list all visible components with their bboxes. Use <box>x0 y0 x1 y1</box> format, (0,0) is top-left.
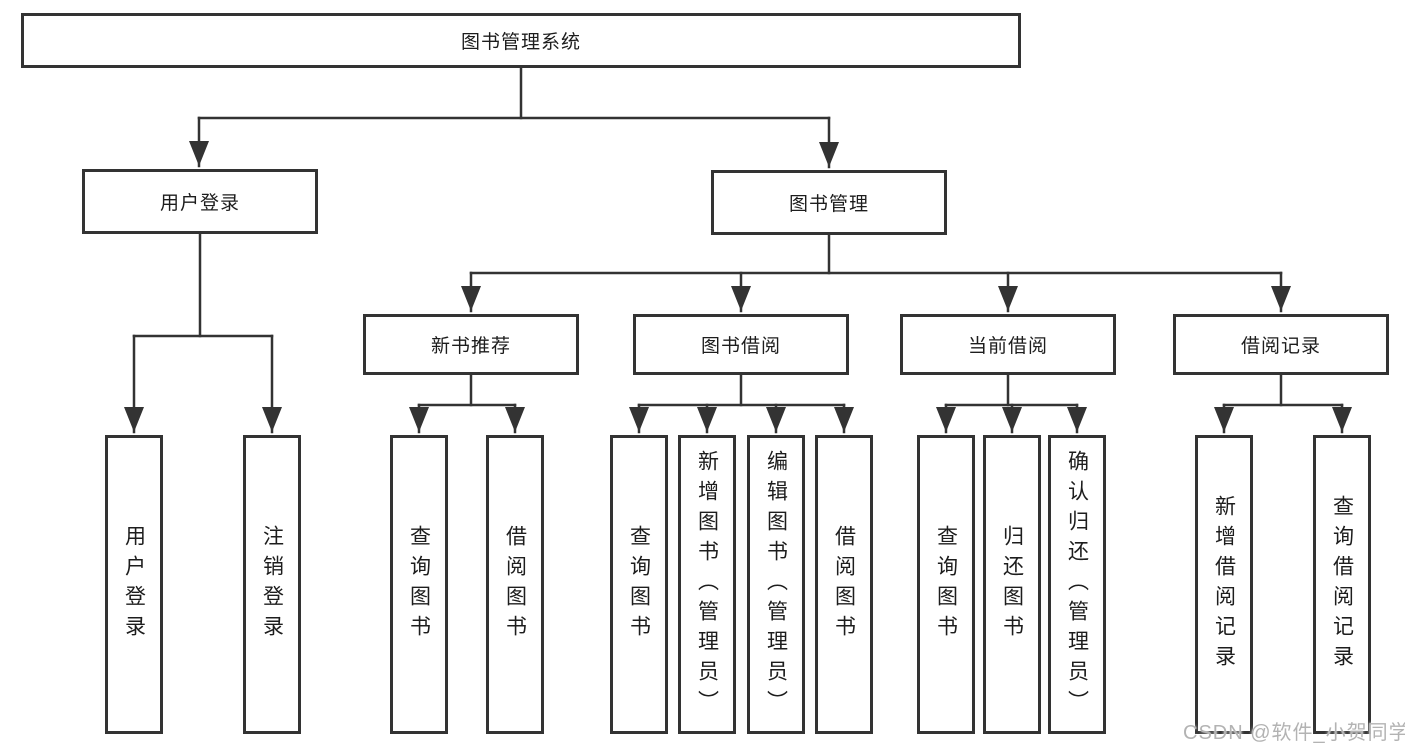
leaf-bb-add-books-admin: 新增图书（管理员） <box>678 435 736 734</box>
leaf-br-query-record-label: 查询借阅记录 <box>1330 494 1354 675</box>
leaf-cb-query-books: 查询图书 <box>917 435 975 734</box>
leaf-user-login: 用户登录 <box>105 435 163 734</box>
leaf-bb-edit-books-admin-label: 编辑图书（管理员） <box>764 449 788 720</box>
leaf-bb-query-books-label: 查询图书 <box>627 524 651 645</box>
leaf-br-add-record-label: 新增借阅记录 <box>1212 494 1236 675</box>
node-book-management: 图书管理 <box>711 170 947 235</box>
node-new-book-recommend-label: 新书推荐 <box>430 336 511 357</box>
node-library-system: 图书管理系统 <box>21 13 1021 68</box>
node-borrow-records-label: 借阅记录 <box>1240 336 1321 357</box>
leaf-br-add-record: 新增借阅记录 <box>1195 435 1253 734</box>
node-current-borrow: 当前借阅 <box>900 314 1116 375</box>
leaf-cb-query-books-label: 查询图书 <box>934 524 958 645</box>
leaf-cb-confirm-return-admin-label: 确认归还（管理员） <box>1065 449 1089 720</box>
leaf-bb-edit-books-admin: 编辑图书（管理员） <box>747 435 805 734</box>
leaf-bb-borrow-books-label: 借阅图书 <box>832 524 856 645</box>
leaf-br-query-record: 查询借阅记录 <box>1313 435 1371 734</box>
node-new-book-recommend: 新书推荐 <box>363 314 579 375</box>
node-library-system-label: 图书管理系统 <box>460 32 581 53</box>
leaf-bb-query-books: 查询图书 <box>610 435 668 734</box>
leaf-user-login-label: 用户登录 <box>122 524 146 645</box>
node-user-login: 用户登录 <box>82 169 318 234</box>
leaf-nbr-query-books-label: 查询图书 <box>407 524 431 645</box>
node-borrow-records: 借阅记录 <box>1173 314 1389 375</box>
leaf-logout: 注销登录 <box>243 435 301 734</box>
leaf-logout-label: 注销登录 <box>260 524 284 645</box>
leaf-bb-add-books-admin-label: 新增图书（管理员） <box>695 449 719 720</box>
node-book-borrow-label: 图书借阅 <box>700 336 781 357</box>
node-book-management-label: 图书管理 <box>788 194 869 215</box>
leaf-cb-return-books-label: 归还图书 <box>1000 524 1024 645</box>
csdn-watermark: CSDN @软件_小贺同学 <box>1183 722 1405 744</box>
leaf-bb-borrow-books: 借阅图书 <box>815 435 873 734</box>
node-current-borrow-label: 当前借阅 <box>967 336 1048 357</box>
leaf-nbr-borrow-books: 借阅图书 <box>486 435 544 734</box>
leaf-nbr-borrow-books-label: 借阅图书 <box>503 524 527 645</box>
leaf-cb-return-books: 归还图书 <box>983 435 1041 734</box>
node-user-login-label: 用户登录 <box>159 193 240 214</box>
leaf-cb-confirm-return-admin: 确认归还（管理员） <box>1048 435 1106 734</box>
leaf-nbr-query-books: 查询图书 <box>390 435 448 734</box>
node-book-borrow: 图书借阅 <box>633 314 849 375</box>
